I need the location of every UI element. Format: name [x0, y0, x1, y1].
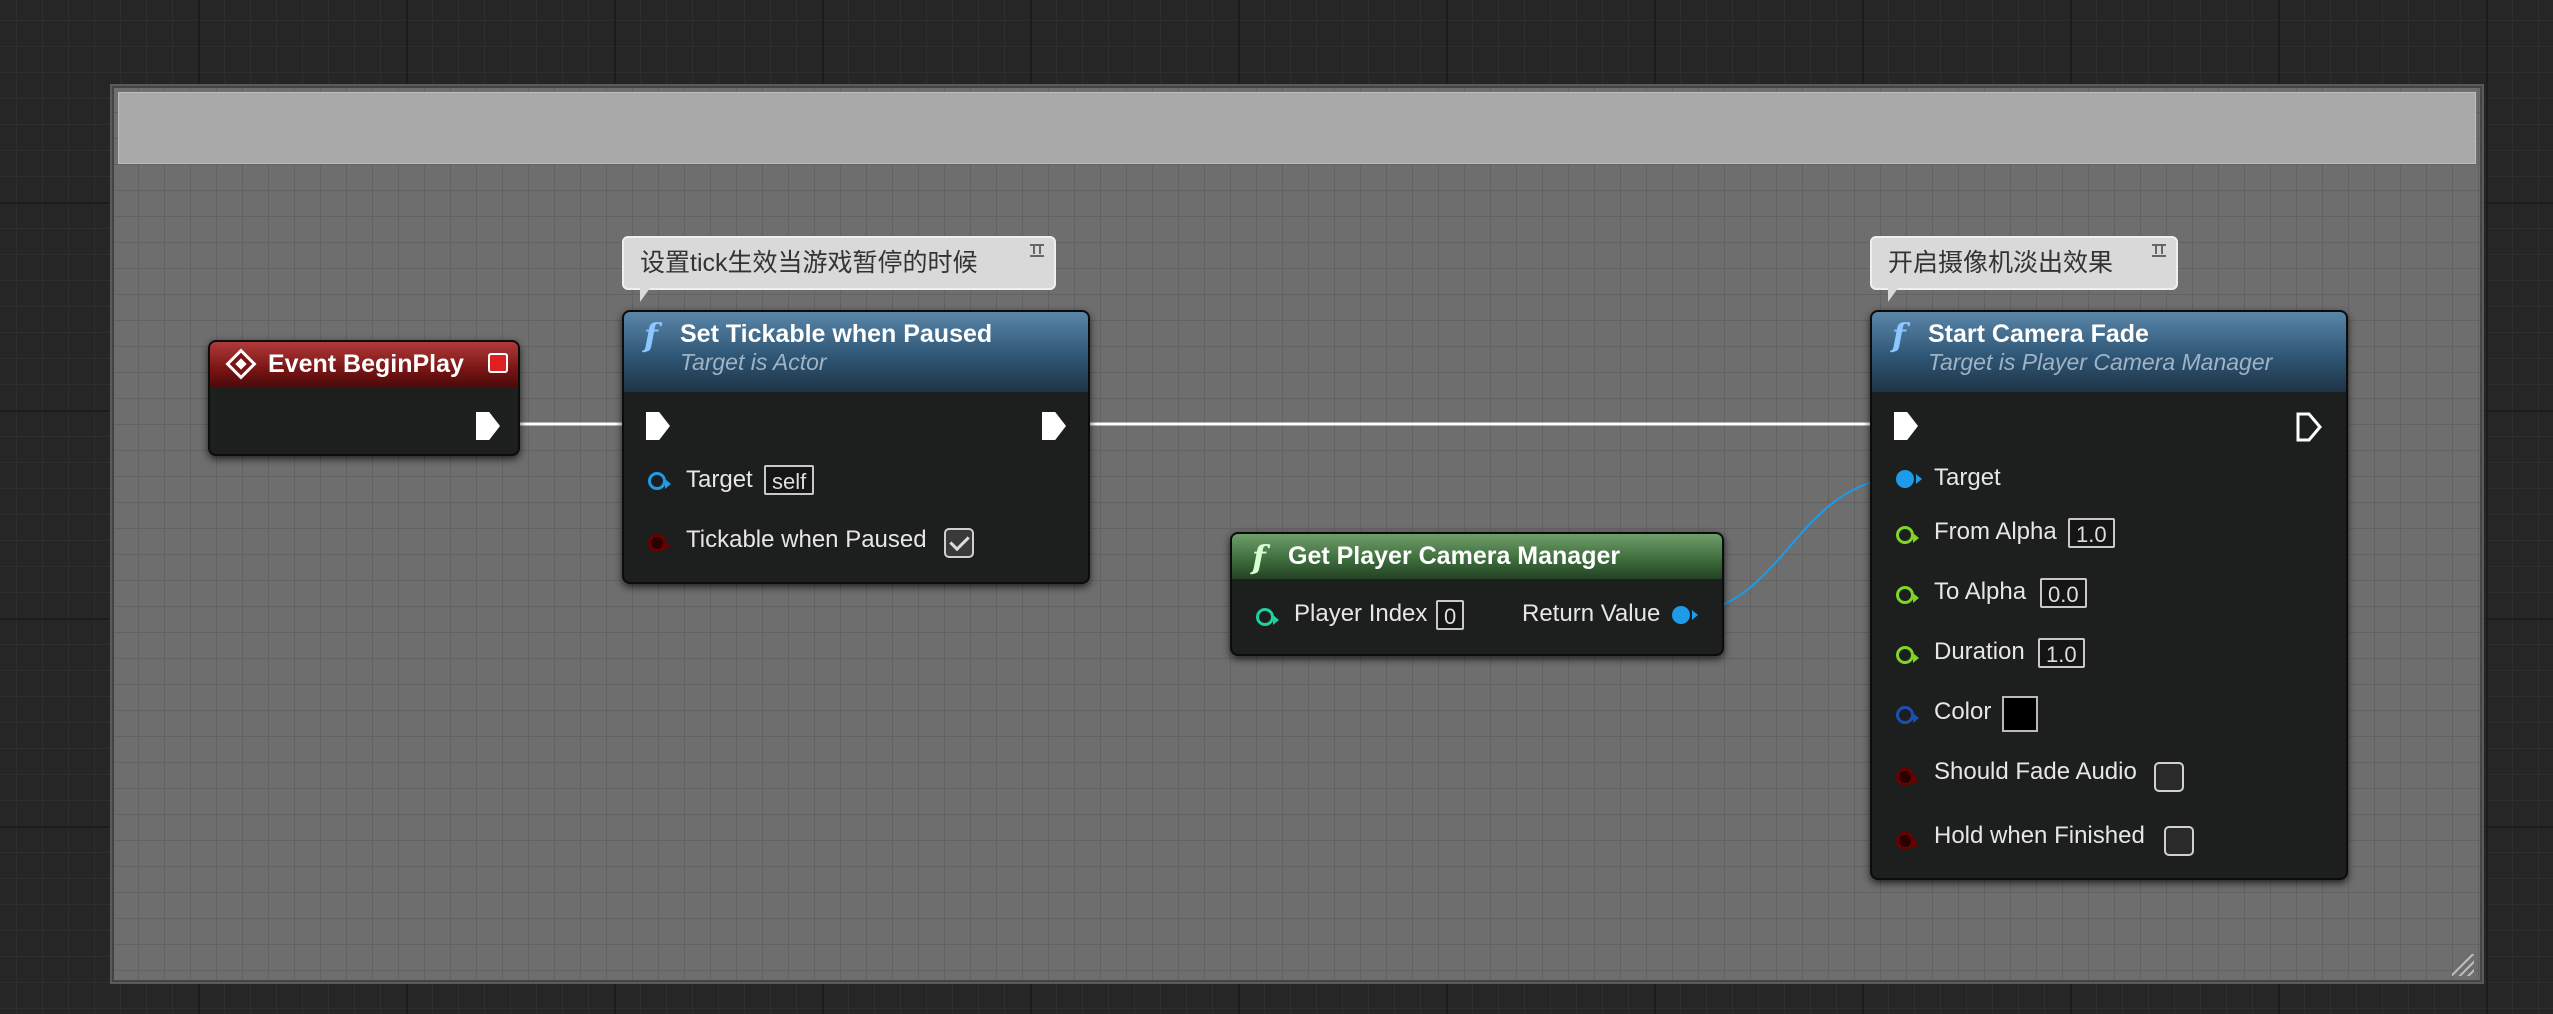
comment-title-bar[interactable] [118, 92, 2476, 164]
to-alpha-pin[interactable] [1896, 586, 1919, 604]
comment-text: 设置tick生效当游戏暂停的时候 [640, 249, 978, 277]
exec-out-pin[interactable] [1042, 412, 1066, 440]
target-value[interactable]: self [764, 465, 815, 495]
exec-out-pin[interactable] [2296, 412, 2322, 442]
return-value-label: Return Value [1522, 600, 1661, 627]
start-camera-fade-node[interactable]: f Start Camera Fade Target is Player Cam… [1870, 310, 2348, 880]
node-header: f Set Tickable when Paused Target is Act… [624, 312, 1088, 392]
tickable-checkbox[interactable] [944, 528, 974, 558]
should-fade-audio-checkbox[interactable] [2154, 762, 2184, 792]
object-wire-return-to-target [1697, 477, 1891, 613]
target-label: Target [686, 466, 753, 493]
hold-when-finished-checkbox[interactable] [2164, 826, 2194, 856]
to-alpha-label: To Alpha [1934, 578, 2027, 605]
from-alpha-value[interactable]: 1.0 [2068, 518, 2115, 548]
comment-bubble-fade[interactable]: 开启摄像机淡出效果 [1870, 236, 2178, 302]
event-diamond-icon [225, 348, 257, 380]
should-fade-audio-pin[interactable] [1896, 768, 1919, 786]
event-beginplay-node[interactable]: Event BeginPlay [208, 340, 520, 456]
hold-when-finished-pin[interactable] [1896, 832, 1919, 850]
pin-icon[interactable] [1028, 242, 1046, 258]
hold-when-finished-label: Hold when Finished [1934, 822, 2145, 849]
function-icon: f [644, 316, 658, 354]
duration-pin[interactable] [1896, 646, 1919, 664]
color-swatch[interactable] [2002, 696, 2038, 732]
node-subtitle: Target is Player Camera Manager [1928, 349, 2273, 375]
target-pin[interactable] [1896, 470, 1922, 488]
should-fade-audio-label: Should Fade Audio [1934, 758, 2137, 785]
duration-value[interactable]: 1.0 [2038, 638, 2085, 668]
exec-in-pin[interactable] [646, 412, 670, 440]
comment-text: 开启摄像机淡出效果 [1888, 249, 2114, 277]
player-index-label: Player Index [1294, 600, 1428, 627]
return-value-pin[interactable] [1672, 606, 1698, 624]
target-pin[interactable] [648, 472, 671, 490]
node-title: Event BeginPlay [268, 350, 464, 378]
tickable-pin[interactable] [648, 534, 671, 552]
player-index-pin[interactable] [1256, 608, 1279, 626]
node-subtitle: Target is Actor [680, 349, 827, 375]
node-header: f Start Camera Fade Target is Player Cam… [1872, 312, 2346, 392]
color-pin[interactable] [1896, 706, 1919, 724]
set-tickable-node[interactable]: f Set Tickable when Paused Target is Act… [622, 310, 1090, 584]
target-label: Target [1934, 464, 2001, 491]
color-label: Color [1934, 698, 1992, 725]
exec-in-pin[interactable] [1894, 412, 1918, 440]
function-icon: f [1252, 538, 1266, 576]
player-index-value[interactable]: 0 [1436, 600, 1465, 630]
node-title: Set Tickable when Paused [680, 320, 993, 348]
function-icon: f [1892, 316, 1906, 354]
pin-icon[interactable] [2150, 242, 2168, 258]
node-header: Event BeginPlay [210, 342, 518, 387]
tickable-label: Tickable when Paused [686, 526, 927, 553]
exec-out-pin[interactable] [476, 412, 500, 440]
node-title: Start Camera Fade [1928, 320, 2149, 348]
comment-bubble-tickable[interactable]: 设置tick生效当游戏暂停的时候 [622, 236, 1056, 302]
from-alpha-pin[interactable] [1896, 526, 1919, 544]
to-alpha-value[interactable]: 0.0 [2040, 578, 2087, 608]
resize-grip-icon[interactable] [2452, 954, 2474, 976]
from-alpha-label: From Alpha [1934, 518, 2057, 545]
delegate-pin[interactable] [488, 353, 508, 373]
node-title: Get Player Camera Manager [1288, 542, 1621, 570]
get-player-camera-manager-node[interactable]: f Get Player Camera Manager Player Index… [1230, 532, 1724, 656]
node-header: f Get Player Camera Manager [1232, 534, 1722, 579]
duration-label: Duration [1934, 638, 2025, 665]
